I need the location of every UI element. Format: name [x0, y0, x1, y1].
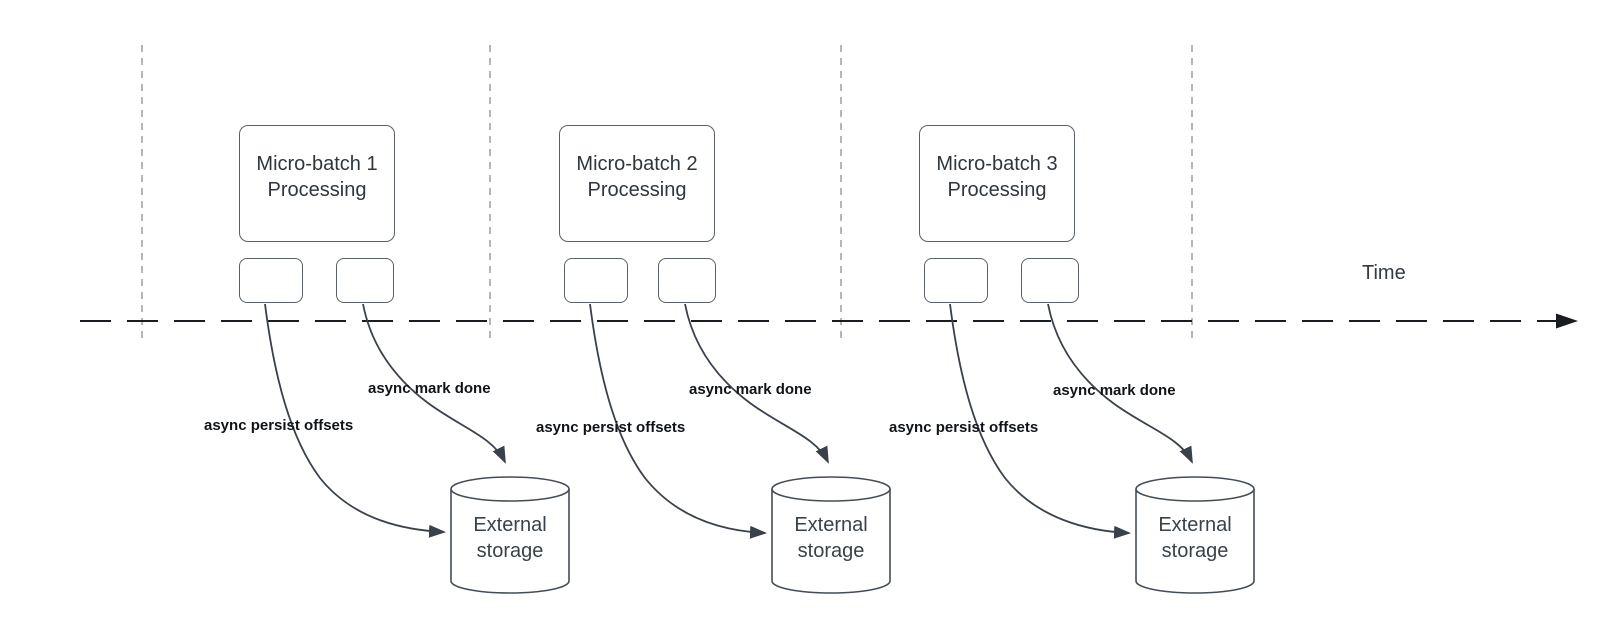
batch1-persist-offsets-arrow	[264, 303, 446, 538]
batch1-done-node	[336, 258, 394, 303]
batch2-title-line2: Processing	[587, 178, 687, 201]
batch3-persist-node	[924, 258, 988, 303]
batch2-storage-line2: storage	[797, 540, 865, 562]
batch3-mark-done-arrow	[1047, 303, 1193, 464]
batch2-processing-box: Micro-batch 2 Processing	[559, 125, 715, 242]
batch1-storage-line2: storage	[476, 540, 544, 562]
batch1-persist-offsets-label: async persist offsets	[204, 417, 354, 434]
batch3-persist-offsets-arrow	[949, 303, 1131, 539]
batch1-title-line2: Processing	[267, 178, 367, 201]
batch3-storage-line2: storage	[1161, 540, 1229, 562]
batch3-mark-done-label: async mark done	[1053, 382, 1176, 399]
batch2-mark-done-label: async mark done	[689, 381, 812, 398]
batch2-storage-cylinder	[771, 476, 891, 594]
batch2-persist-offsets-label: async persist offsets	[536, 419, 686, 436]
batch3-title-line2: Processing	[947, 178, 1047, 201]
batch1-storage-label: External storage	[451, 492, 569, 584]
batch2-storage-line1: External	[794, 514, 868, 536]
batch1-mark-done-label: async mark done	[368, 380, 491, 397]
batch2-title-line1: Micro-batch 2	[576, 152, 698, 175]
batch1-persist-node	[239, 258, 303, 303]
batch3-storage-cylinder	[1135, 476, 1255, 594]
batch2-mark-done-arrow	[684, 303, 829, 464]
batch3-storage-line1: External	[1158, 514, 1232, 536]
batch3-processing-box: Micro-batch 3 Processing	[919, 125, 1075, 242]
time-axis-label: Time	[1362, 262, 1406, 284]
batch3-persist-offsets-label: async persist offsets	[889, 419, 1039, 436]
batch1-storage-line1: External	[473, 514, 547, 536]
time-axis-arrowhead-icon	[1556, 313, 1578, 329]
batch2-done-node	[658, 258, 716, 303]
batch1-processing-box: Micro-batch 1 Processing	[239, 125, 395, 242]
batch2-persist-node	[564, 258, 628, 303]
batch3-title-line1: Micro-batch 3	[936, 152, 1058, 175]
batch3-storage-label: External storage	[1136, 492, 1254, 584]
batch3-done-node	[1021, 258, 1079, 303]
batch1-storage-cylinder	[450, 476, 570, 594]
batch1-mark-done-arrow	[362, 303, 506, 464]
batch2-storage-label: External storage	[772, 492, 890, 584]
batch2-persist-offsets-arrow	[589, 303, 767, 539]
batch1-title-line1: Micro-batch 1	[256, 152, 378, 175]
